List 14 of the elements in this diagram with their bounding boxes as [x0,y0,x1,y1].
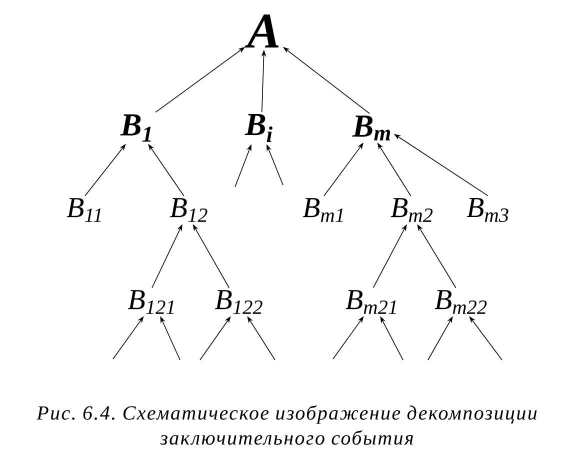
event-label: B$_{m21}$ [346,290,396,314]
event-label: B$_{1}$ [120,114,151,142]
event-label: B$_{12}$ [170,198,208,222]
event-label: B$_{i}$ [244,114,272,142]
event-label: B$_{m22}$ [434,290,487,314]
event-label: B$_{m1}$ [302,198,343,222]
event-label: B$_{m3}$ [466,198,508,222]
event-label: B$_{11}$ [66,198,101,222]
event-label: A [244,14,279,48]
event-label: B$_{122}$ [214,290,262,314]
event-label: B$_{121}$ [128,290,174,314]
event-label: B$_{m}$ [352,116,390,140]
event-label: B$_{m2}$ [390,198,433,222]
caption: Рис. 6.4. Схематическое изображение декомпозиции заключительного события [36,405,537,445]
